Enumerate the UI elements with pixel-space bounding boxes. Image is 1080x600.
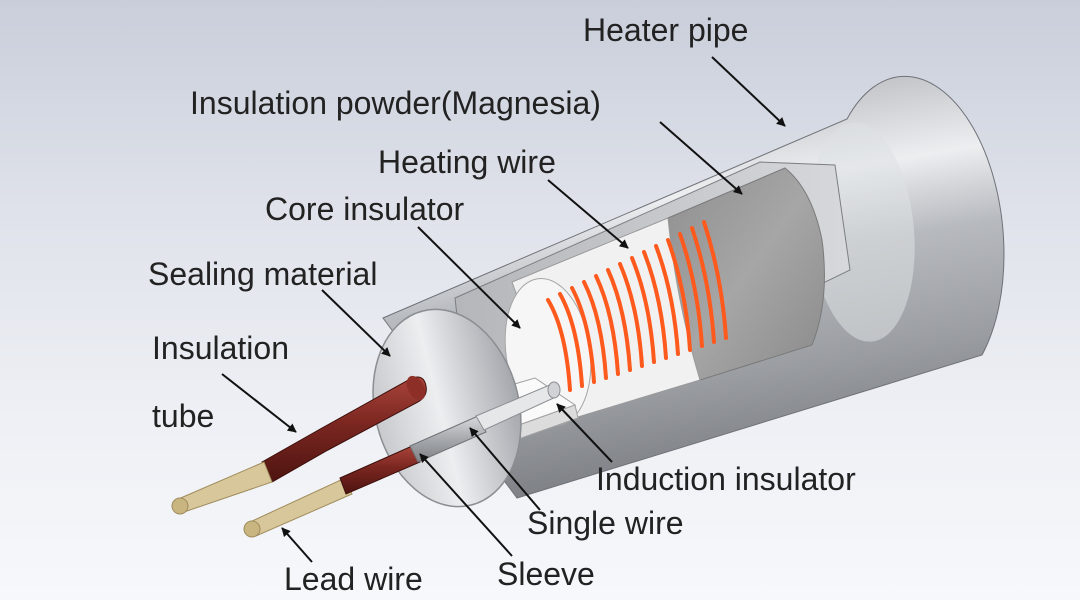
label-heater-pipe: Heater pipe bbox=[583, 12, 749, 48]
insulation-tube-end bbox=[406, 375, 426, 401]
label-lead-wire: Lead wire bbox=[284, 561, 423, 597]
label-heating-wire: Heating wire bbox=[378, 144, 556, 180]
label-sleeve: Sleeve bbox=[497, 556, 595, 592]
label-sealing-material: Sealing material bbox=[148, 256, 378, 292]
label-insulation-tube-line1: Insulation bbox=[152, 330, 289, 366]
arrow-core-insulator bbox=[417, 226, 521, 329]
arrow-lead-wire bbox=[281, 527, 313, 563]
leader-arrows bbox=[221, 56, 786, 563]
label-insulation-powder: Insulation powder(Magnesia) bbox=[190, 85, 601, 121]
lead-wire-upper-end bbox=[171, 497, 189, 515]
arrow-sealing-material bbox=[321, 289, 391, 357]
arrow-heating-wire bbox=[547, 179, 629, 249]
arrow-heater-pipe bbox=[711, 56, 786, 127]
label-single-wire: Single wire bbox=[527, 505, 684, 541]
label-insulation-tube-line2: tube bbox=[152, 398, 215, 434]
arrow-induction-insulator bbox=[556, 403, 613, 463]
single-wire-end bbox=[547, 381, 561, 399]
label-core-insulator: Core insulator bbox=[265, 191, 465, 227]
arrow-single-wire bbox=[469, 427, 541, 511]
sleeve bbox=[409, 415, 487, 463]
lead-wire-upper bbox=[175, 461, 273, 513]
arrow-insulation-tube bbox=[221, 373, 297, 433]
arrow-insulation-powder bbox=[659, 121, 743, 195]
lead-wire-lower bbox=[249, 477, 353, 537]
arrow-sleeve bbox=[419, 453, 513, 557]
heating-coil bbox=[546, 220, 728, 392]
label-induction-insulator: Induction insulator bbox=[596, 461, 856, 497]
lead-wire-lower-end bbox=[243, 520, 261, 538]
